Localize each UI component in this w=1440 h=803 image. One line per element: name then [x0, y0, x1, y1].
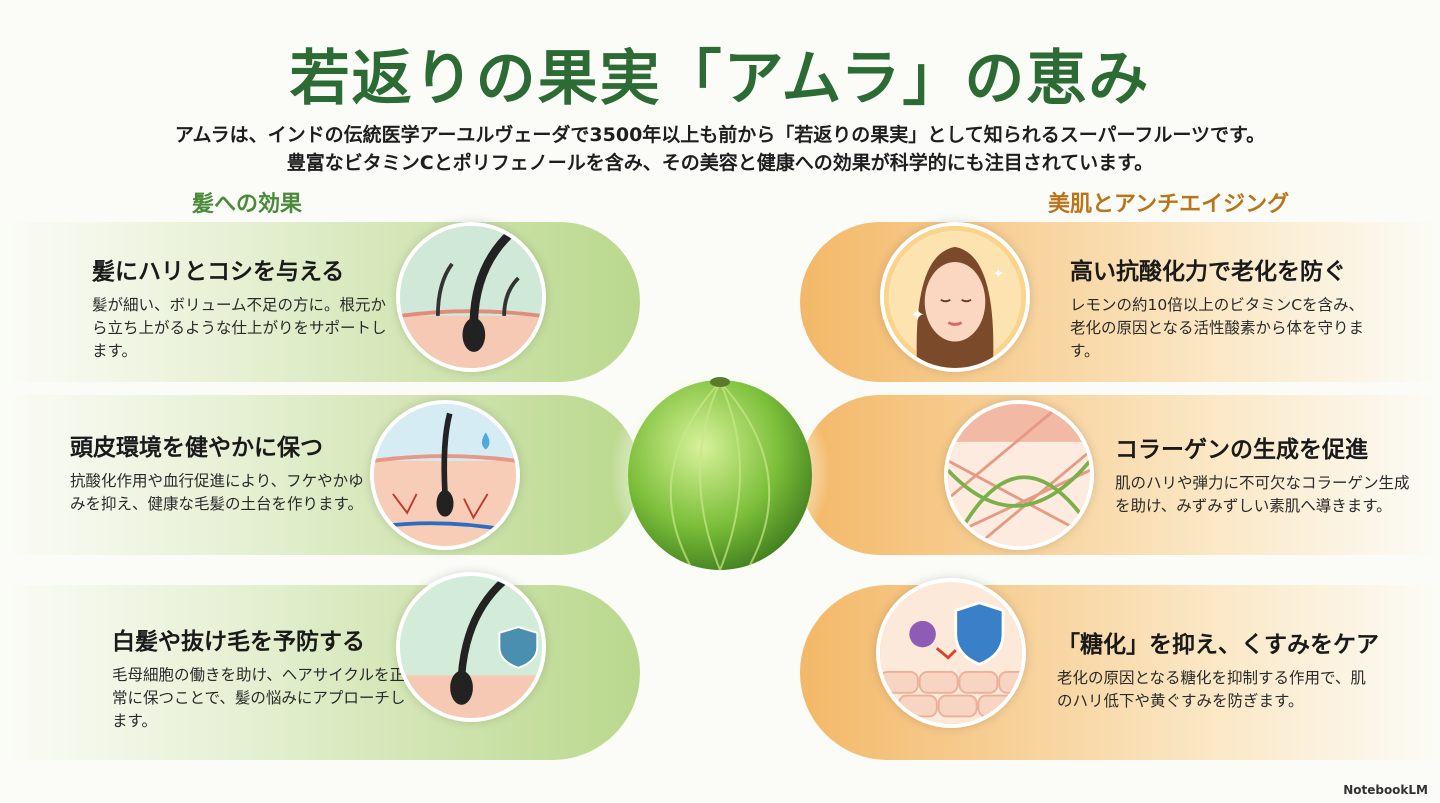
skin-section-heading: 美肌とアンチエイジング: [1048, 192, 1290, 217]
item-text: 老化の原因となる糖化を抑制する作用で、肌のハリ低下や黄ぐすみを防ぎます。: [1057, 669, 1366, 710]
item-title: 髪にハリとコシを与える: [92, 259, 345, 285]
scalp-illustration: [370, 400, 520, 550]
skin-item-1: 高い抗酸化力で老化を防ぐ レモンの約10倍以上のビタミンCを含み、老化の原因とな…: [1070, 252, 1370, 363]
glycation-illustration: [876, 578, 1026, 728]
hair-item-2: 頭皮環境を健やかに保つ 抗酸化作用や血行促進により、フケやかゆみを抑え、健康な毛…: [70, 428, 370, 516]
svg-text:✦: ✦: [993, 267, 1004, 282]
item-title: コラーゲンの生成を促進: [1115, 437, 1368, 463]
svg-text:✦: ✦: [911, 306, 925, 326]
item-title: 高い抗酸化力で老化を防ぐ: [1070, 259, 1346, 285]
hair-loss-prevention-illustration: [396, 572, 546, 722]
item-title: 白髪や抜け毛を予防する: [112, 629, 365, 655]
item-text: 抗酸化作用や血行促進により、フケやかゆみを抑え、健康な毛髪の土台を作ります。: [70, 472, 364, 513]
collagen-illustration: [944, 400, 1094, 550]
skin-band-2: [800, 395, 1440, 555]
amla-fruit-illustration: [610, 362, 830, 580]
hair-item-1: 髪にハリとコシを与える 髪が細い、ボリューム不足の方に。根元から立ち上がるような…: [92, 252, 392, 363]
hair-section-heading: 髪への効果: [192, 192, 303, 217]
skin-item-2: コラーゲンの生成を促進 肌のハリや弾力に不可欠なコラーゲン生成を助け、みずみずし…: [1115, 430, 1415, 518]
skin-item-3: 「糖化」を抑え、くすみをケア 老化の原因となる糖化を抑制する作用で、肌のハリ低下…: [1057, 625, 1379, 713]
item-text: 髪が細い、ボリューム不足の方に。根元から立ち上がるような仕上がりをサポートします…: [92, 296, 387, 360]
face-antioxidant-illustration: ✦✦: [880, 222, 1030, 372]
page-title: 若返りの果実「アムラ」の恵み: [289, 44, 1151, 114]
item-text: 毛母細胞の働きを助け、ヘアサイクルを正常に保つことで、髪の悩みにアプローチします…: [112, 666, 406, 730]
intro-line-1: アムラは、インドの伝統医学アーユルヴェーダで3500年以上も前から「若返りの果実…: [174, 124, 1266, 146]
notebooklm-brand: NotebookLM: [1343, 783, 1428, 797]
hair-item-3: 白髪や抜け毛を予防する 毛母細胞の働きを助け、ヘアサイクルを正常に保つことで、髪…: [112, 622, 412, 733]
item-text: レモンの約10倍以上のビタミンCを含み、老化の原因となる活性酸素から体を守ります…: [1070, 296, 1365, 360]
item-text: 肌のハリや弾力に不可欠なコラーゲン生成を助け、みずみずしい素肌へ導きます。: [1115, 474, 1410, 515]
item-title: 「糖化」を抑え、くすみをケア: [1057, 632, 1379, 658]
hair-strength-illustration: [396, 222, 546, 372]
hair-band-2: [0, 395, 640, 555]
item-title: 頭皮環境を健やかに保つ: [70, 435, 323, 461]
intro-line-2: 豊富なビタミンCとポリフェノールを含み、その美容と健康への効果が科学的にも注目さ…: [286, 152, 1154, 174]
